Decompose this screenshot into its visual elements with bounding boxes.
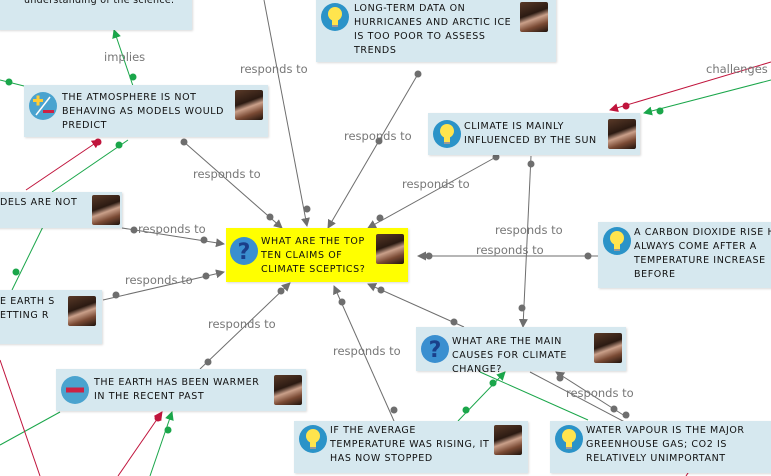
link-bottom-warmer-red[interactable] [117,411,163,476]
edge-label-responds: responds to [476,243,544,257]
edge-label-responds: responds to [402,177,470,191]
node-text: understanding of the science. [24,0,175,6]
node-understanding[interactable]: understanding of the science. [0,0,192,30]
link-models-atmosphere-red[interactable] [25,139,101,191]
link-warmer-central[interactable] [199,282,291,370]
node-central-question[interactable]: ? What are the top ten claims of climate… [226,228,408,282]
lightbulb-icon [602,226,632,256]
node-text: What are the main causes for climate cha… [452,336,568,375]
link-warmer-left[interactable] [0,411,61,446]
edge-label-responds: responds to [193,167,261,181]
question-mark-icon: ? [229,236,259,266]
node-text: DELS ARE NOT [0,197,78,208]
link-longterm-central[interactable] [327,73,419,229]
link-sun-central[interactable] [367,156,497,229]
link-atmosphere-central[interactable] [183,141,283,229]
node-earth-s[interactable]: E EARTH S ETTING R [0,290,102,344]
node-vapour[interactable]: WATER VAPOUR IS THE MAJOR GREENHOUSE GAS… [550,421,771,473]
edge-label-responds: responds to [138,222,206,236]
avatar [68,296,96,326]
link-earths-down-red[interactable] [0,359,41,476]
lightbulb-icon [554,424,584,454]
link-vapour-causes-green[interactable] [479,371,589,421]
avatar [235,90,263,120]
svg-text:?: ? [238,240,251,265]
link-average-central[interactable] [333,285,395,422]
edge-label-implies: implies [104,50,146,64]
edge-label-responds: responds to [240,62,308,76]
node-causes-question[interactable]: ? What are the main causes for climate c… [416,327,626,375]
node-warmer[interactable]: THE EARTH HAS BEEN WARMER IN THE RECENT … [56,369,306,411]
link-top-central[interactable] [263,0,310,227]
edge-label-responds: responds to [495,223,563,237]
plus-minus-icon [28,91,58,121]
edge-label-responds: responds to [333,344,401,358]
node-average[interactable]: IF THE AVERAGE TEMPERATURE WAS RISING, I… [294,421,528,473]
node-text: WATER VAPOUR IS THE MAJOR GREENHOUSE GAS… [586,425,745,464]
node-atmosphere[interactable]: THE ATMOSPHERE IS NOT BEHAVING AS MODELS… [24,85,268,137]
avatar [376,234,404,264]
node-longterm[interactable]: LONG-TERM DATA ON HURRICANES AND ARCTIC … [316,0,556,62]
avatar [494,425,522,455]
link-right-sun[interactable] [643,79,771,116]
node-text: LONG-TERM DATA ON HURRICANES AND ARCTIC … [354,3,512,56]
avatar [92,195,120,225]
lightbulb-icon [320,2,350,32]
edge-label-challenges: challenges [706,62,768,76]
edge-label-responds: responds to [125,273,193,287]
link-models-atmosphere[interactable] [51,139,129,193]
node-text: CLIMATE IS MAINLY INFLUENCED BY THE SUN [464,121,597,146]
avatar [608,119,636,149]
node-text: THE ATMOSPHERE IS NOT BEHAVING AS MODELS… [62,92,225,131]
avatar [274,375,302,405]
node-text: What are the top ten claims of climate s… [261,236,366,275]
lightbulb-icon [298,424,328,454]
lightbulb-icon [432,119,462,149]
edge-label-responds: responds to [344,129,412,143]
avatar [594,333,622,363]
link-causes-right[interactable] [529,371,641,431]
link-sun-causes[interactable] [518,155,532,328]
node-text: THE EARTH HAS BEEN WARMER IN THE RECENT … [94,377,260,402]
link-bottom-warmer[interactable] [149,411,174,476]
edge-label-responds: responds to [566,386,634,400]
question-mark-icon: ? [420,334,450,364]
link-average-causes[interactable] [457,371,506,422]
edge-label-responds: responds to [208,317,276,331]
node-text: E EARTH S ETTING R [0,296,55,321]
minus-icon [60,375,90,405]
avatar [520,2,548,32]
node-text: IF THE AVERAGE TEMPERATURE WAS RISING, I… [330,425,490,464]
node-co2rise[interactable]: A CARBON DIOXIDE RISE HA ALWAYS COME AFT… [598,222,771,288]
svg-text:?: ? [429,338,442,363]
node-sun[interactable]: CLIMATE IS MAINLY INFLUENCED BY THE SUN [428,113,640,155]
node-text: A CARBON DIOXIDE RISE HA ALWAYS COME AFT… [634,227,771,280]
link-challenges-sun[interactable] [609,61,771,113]
node-models[interactable]: DELS ARE NOT [0,192,122,228]
